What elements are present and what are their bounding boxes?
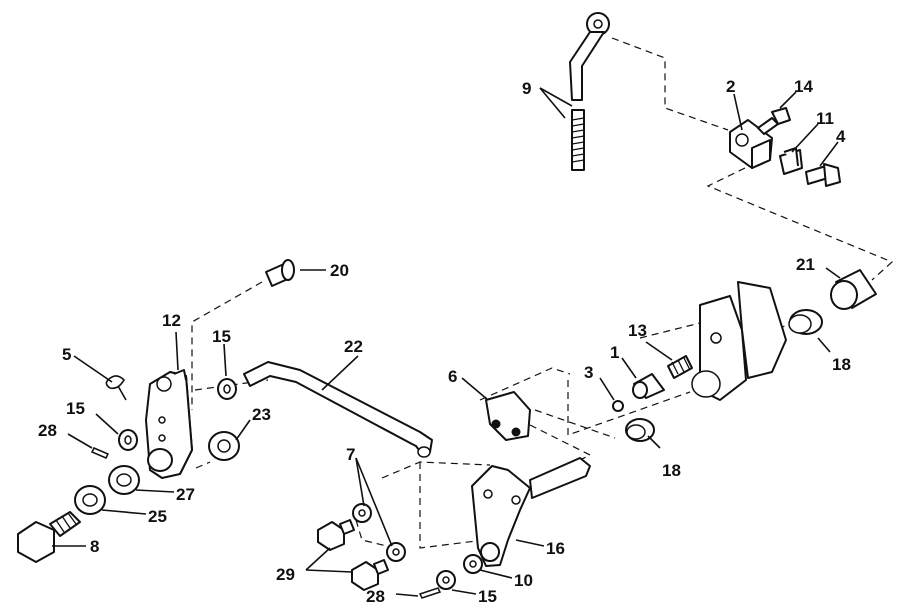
callout-7: 7 bbox=[346, 445, 355, 464]
bolt-part-29-lower bbox=[351, 559, 389, 591]
washer-part-23 bbox=[208, 431, 240, 461]
bolt-part-29-upper bbox=[317, 519, 355, 551]
washer-part-15-lower bbox=[436, 570, 456, 590]
bushing-part-18-lower bbox=[625, 418, 655, 442]
callout-28-lower: 28 bbox=[366, 587, 385, 606]
callout-3: 3 bbox=[584, 363, 593, 382]
bolt-part-4 bbox=[805, 163, 841, 187]
callout-21: 21 bbox=[796, 255, 815, 274]
washer-part-10 bbox=[463, 554, 483, 574]
callout-2: 2 bbox=[726, 77, 735, 96]
pin-part-28-left bbox=[90, 447, 110, 459]
washer-part-27 bbox=[108, 465, 140, 495]
rod-part-9 bbox=[569, 12, 610, 171]
callout-14: 14 bbox=[794, 77, 813, 96]
callout-29: 29 bbox=[276, 565, 295, 584]
clip-part-5 bbox=[105, 375, 127, 401]
rod-part-22 bbox=[243, 361, 433, 458]
pin-part-20 bbox=[265, 259, 295, 287]
spring-part-13 bbox=[667, 355, 693, 379]
washer-part-15-upper bbox=[217, 378, 237, 400]
callout-5: 5 bbox=[62, 345, 71, 364]
callout-16: 16 bbox=[546, 539, 565, 558]
pin-part-28-lower bbox=[418, 587, 442, 599]
callout-23: 23 bbox=[252, 405, 271, 424]
callout-18-lower: 18 bbox=[662, 461, 681, 480]
washer-part-7-upper bbox=[352, 503, 372, 523]
bushing-part-18-upper bbox=[788, 309, 823, 335]
screw-part-14 bbox=[757, 107, 791, 135]
callout-20: 20 bbox=[330, 261, 349, 280]
lever-part-16 bbox=[471, 457, 591, 567]
callout-13: 13 bbox=[628, 321, 647, 340]
block-part-6 bbox=[485, 391, 531, 441]
callout-15-upper: 15 bbox=[212, 327, 231, 346]
callout-27: 27 bbox=[176, 485, 195, 504]
callout-1: 1 bbox=[610, 343, 619, 362]
callout-9: 9 bbox=[522, 79, 531, 98]
callout-4: 4 bbox=[836, 127, 846, 146]
plug-part-1 bbox=[632, 373, 665, 399]
callout-11: 11 bbox=[816, 109, 834, 128]
callout-28-left: 28 bbox=[38, 421, 57, 440]
callout-12: 12 bbox=[162, 311, 181, 330]
lever-part-12 bbox=[145, 369, 193, 479]
callout-10: 10 bbox=[514, 571, 533, 590]
assembly-dashed-lines bbox=[191, 37, 894, 549]
ball-part-3 bbox=[612, 400, 624, 412]
bolt-part-8 bbox=[17, 511, 81, 563]
leader-lines bbox=[52, 87, 841, 597]
clip-part-11 bbox=[779, 147, 803, 175]
callout-15-lower: 15 bbox=[478, 587, 497, 606]
callout-25: 25 bbox=[148, 507, 167, 526]
callout-6: 6 bbox=[448, 367, 457, 386]
callout-18-upper: 18 bbox=[832, 355, 851, 374]
washer-part-15-left bbox=[118, 429, 138, 451]
callout-22: 22 bbox=[344, 337, 363, 356]
callout-8: 8 bbox=[90, 537, 99, 556]
callout-15-left: 15 bbox=[66, 399, 85, 418]
mounting-bracket bbox=[691, 281, 787, 401]
washer-part-25 bbox=[74, 485, 106, 515]
washer-part-7-lower bbox=[386, 542, 406, 562]
bushing-part-21 bbox=[830, 269, 877, 310]
callout-labels: 9 2 14 11 4 20 21 12 15 22 13 5 6 3 1 18… bbox=[38, 77, 851, 606]
